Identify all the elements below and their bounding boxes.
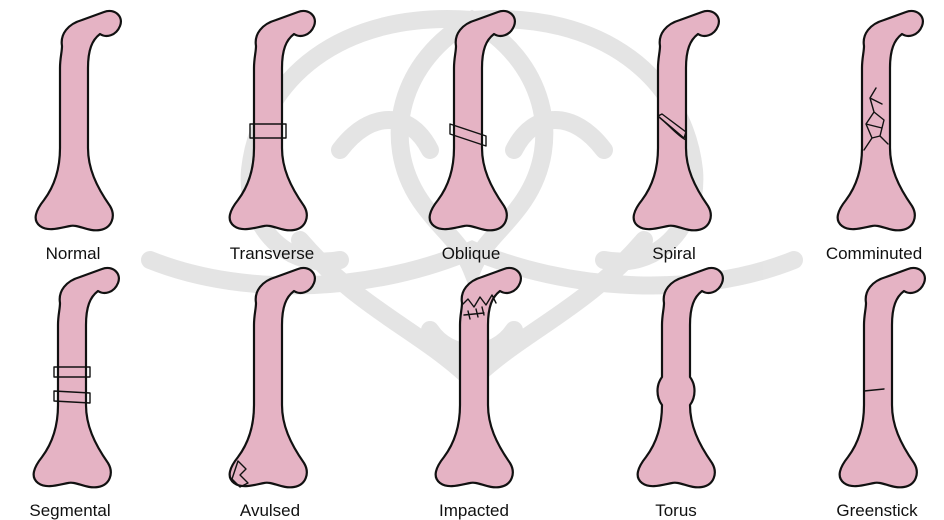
- femur-outline: [840, 268, 925, 487]
- label-segmental: Segmental: [29, 501, 110, 520]
- bone-normal: [36, 11, 121, 230]
- label-normal: Normal: [46, 244, 101, 263]
- femur-outline: [36, 11, 121, 230]
- label-comminuted: Comminuted: [826, 244, 922, 263]
- label-greenstick: Greenstick: [836, 501, 918, 520]
- bone-segmental: [34, 268, 119, 487]
- femur-outline: [838, 11, 923, 230]
- label-avulsed: Avulsed: [240, 501, 300, 520]
- torus-outline: [638, 268, 723, 487]
- bone-avulsed: [230, 268, 315, 487]
- femur-outline: [230, 268, 315, 487]
- femur-outline: [230, 11, 315, 230]
- bone-spiral: [634, 11, 719, 230]
- label-impacted: Impacted: [439, 501, 509, 520]
- femur-outline: [634, 11, 719, 230]
- label-torus: Torus: [655, 501, 697, 520]
- label-transverse: Transverse: [230, 244, 314, 263]
- bone-comminuted: [838, 11, 923, 230]
- bone-transverse: [230, 11, 315, 230]
- bone-torus: [638, 268, 723, 487]
- bone-greenstick: [840, 268, 925, 487]
- bone-impacted: [436, 268, 521, 487]
- label-spiral: Spiral: [652, 244, 695, 263]
- label-oblique: Oblique: [442, 244, 501, 263]
